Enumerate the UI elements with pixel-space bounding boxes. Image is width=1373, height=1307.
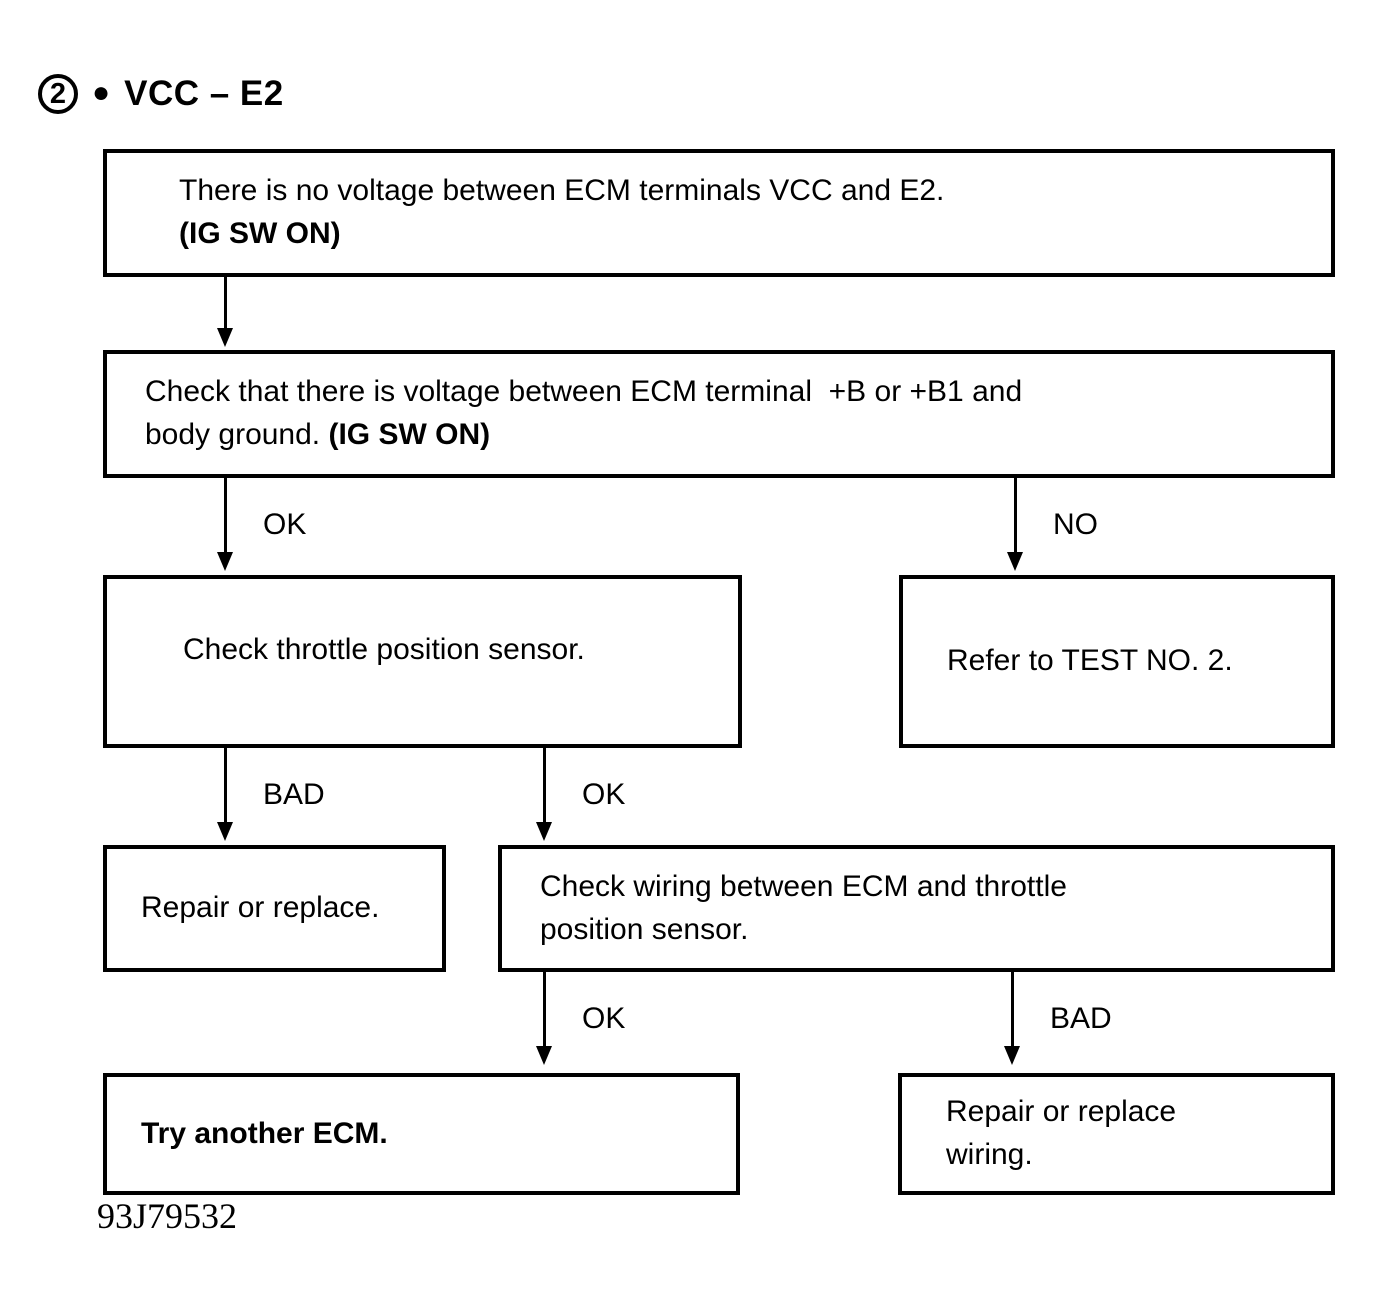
check-voltage-box-line-2: body ground. (IG SW ON) (145, 414, 1331, 457)
check-wiring-box-line-2: position sensor. (540, 912, 749, 946)
connector-check-voltage-no (1014, 478, 1017, 556)
connector-check-tps-ok (543, 748, 546, 826)
repair-replace-box-line-1: Repair or replace. (141, 891, 380, 925)
refer-test-2-box-line-1: Refer to TEST NO. 2. (947, 644, 1233, 678)
edge-label-bad-2: BAD (1050, 1002, 1112, 1035)
arrowhead-symptom-to-check-voltage (217, 328, 233, 347)
arrowhead-check-wiring-bad (1004, 1046, 1020, 1065)
refer-to-test-2-box: Refer to TEST NO. 2. (899, 575, 1335, 748)
check-tps-box-line-1: Check throttle position sensor. (183, 633, 585, 667)
connector-check-tps-bad (224, 748, 227, 826)
repair-or-replace-box: Repair or replace. (103, 845, 446, 972)
symptom-box: There is no voltage between ECM terminal… (103, 149, 1335, 277)
try-another-ecm-box-line-1: Try another ECM. (141, 1116, 388, 1150)
edge-label-no: NO (1053, 508, 1098, 541)
check-throttle-position-sensor-box: Check throttle position sensor. (103, 575, 742, 748)
arrowhead-check-wiring-ok (536, 1046, 552, 1065)
connector-symptom-to-check-voltage (224, 277, 227, 331)
repair-or-replace-wiring-box: Repair or replace wiring. (898, 1073, 1335, 1195)
check-wiring-box-line-1: Check wiring between ECM and throttle (540, 869, 1067, 903)
page-header: 2 ● VCC – E2 (38, 64, 284, 124)
bullet-icon: ● (92, 76, 111, 109)
arrowhead-check-voltage-no (1007, 552, 1023, 571)
check-voltage-box-line-2-bold: (IG SW ON) (328, 418, 491, 451)
step-number-badge: 2 (38, 74, 78, 114)
symptom-box-line-2: (IG SW ON) (179, 217, 341, 250)
arrowhead-check-tps-bad (217, 822, 233, 841)
try-another-ecm-box: Try another ECM. (103, 1073, 740, 1195)
arrowhead-check-voltage-ok (217, 552, 233, 571)
repair-replace-wiring-box-line-1: Repair or replace (946, 1095, 1177, 1129)
repair-replace-wiring-box-line-2: wiring. (946, 1138, 1033, 1171)
edge-label-ok-3: OK (582, 1002, 626, 1035)
check-voltage-box: Check that there is voltage between ECM … (103, 350, 1335, 478)
check-voltage-box-line-1: Check that there is voltage between ECM … (145, 375, 1023, 409)
arrowhead-check-tps-ok (536, 822, 552, 841)
check-wiring-box: Check wiring between ECM and throttle po… (498, 845, 1335, 972)
connector-check-wiring-bad (1011, 972, 1014, 1050)
figure-id: 93J79532 (97, 1196, 238, 1236)
edge-label-ok-2: OK (582, 778, 626, 811)
page-title: VCC – E2 (124, 74, 284, 113)
connector-check-voltage-ok (224, 478, 227, 556)
edge-label-bad-1: BAD (263, 778, 325, 811)
edge-label-ok-1: OK (263, 508, 307, 541)
connector-check-wiring-ok (543, 972, 546, 1050)
symptom-box-line-1: There is no voltage between ECM terminal… (179, 174, 945, 208)
check-voltage-box-line-2-text: body ground. (145, 418, 329, 451)
